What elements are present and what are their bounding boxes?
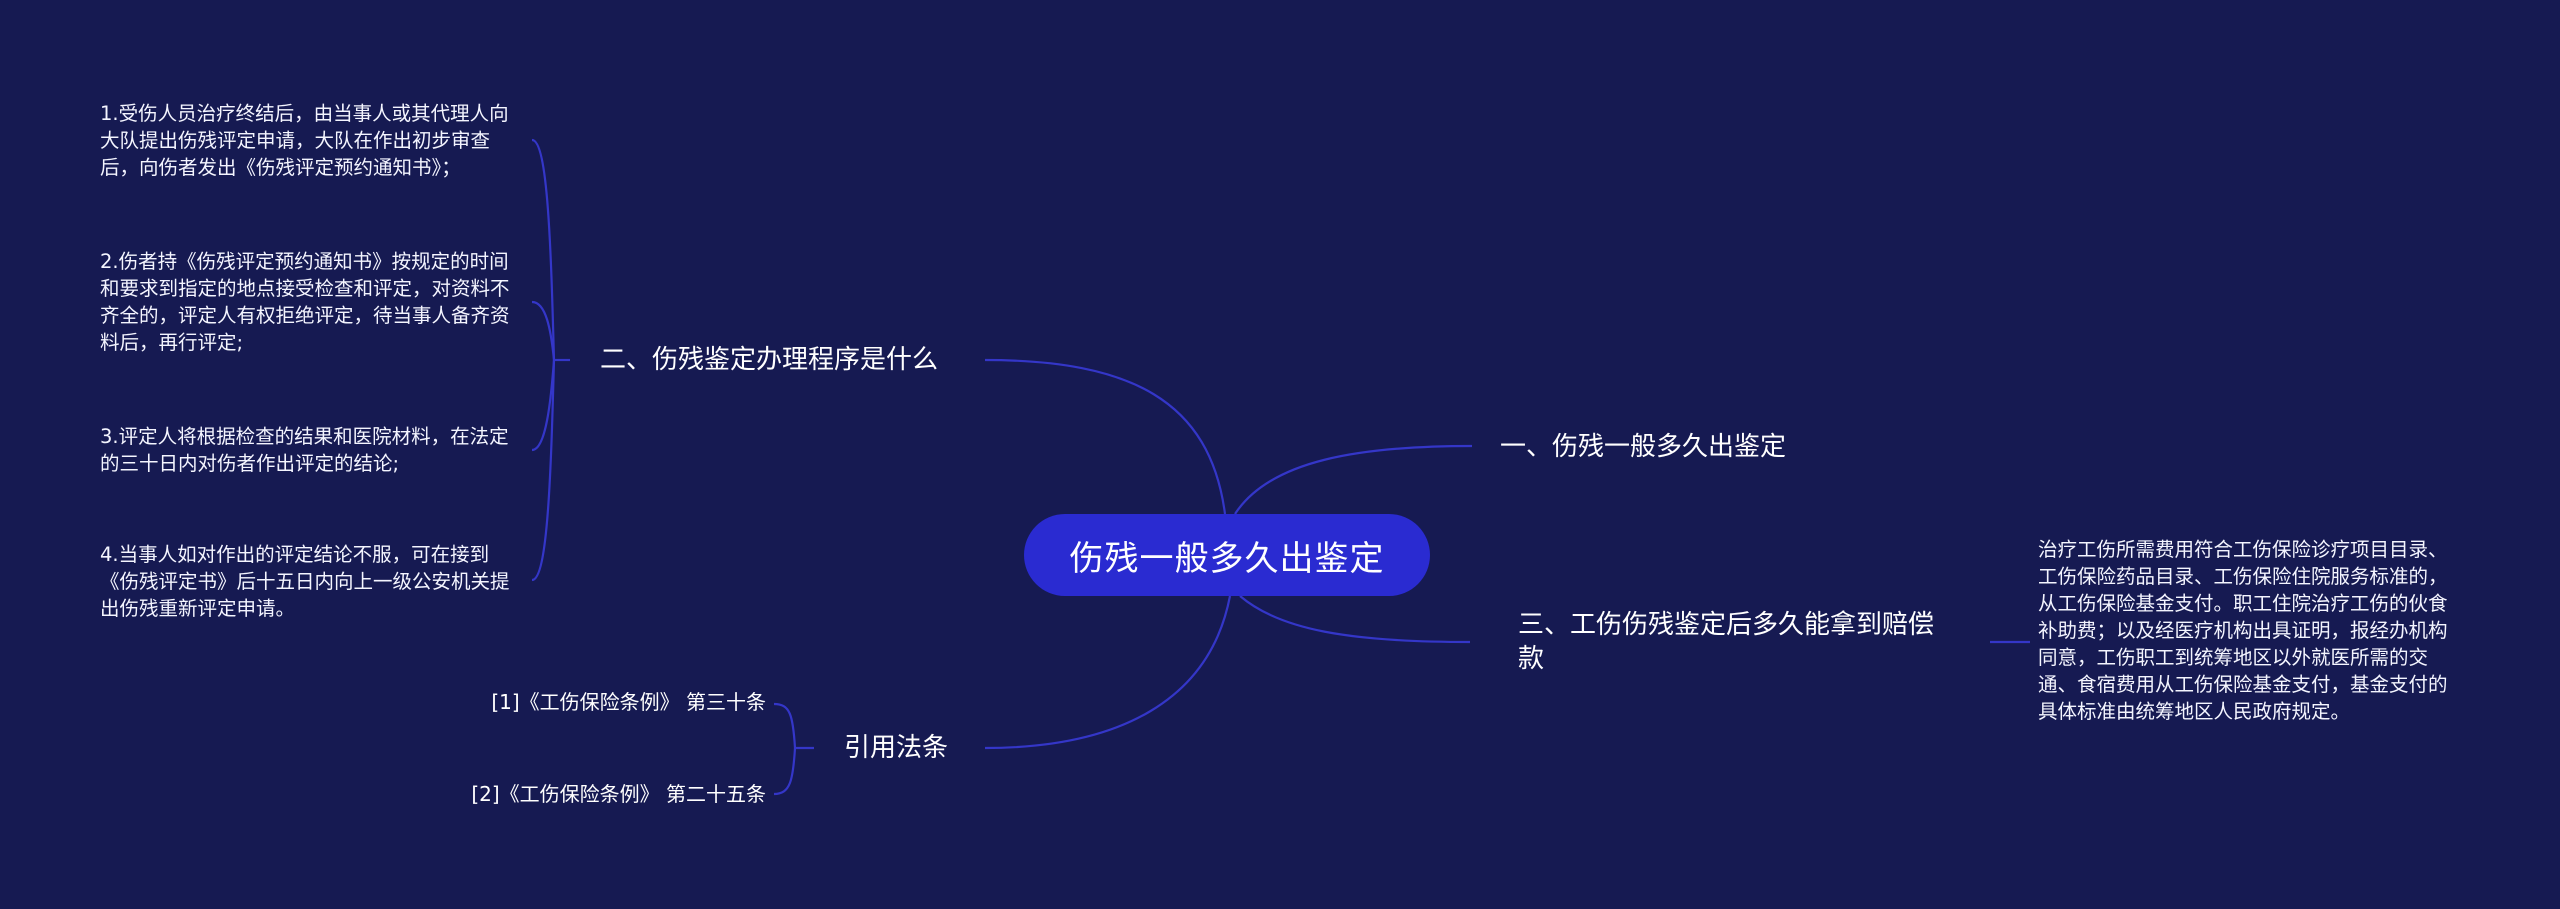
link-b4-ref2	[773, 747, 797, 796]
branch-procedure-label: 二、伤残鉴定办理程序是什么	[600, 345, 939, 375]
procedure-step-4[interactable]: 4.当事人如对作出的评定结论不服，可在接到《伤残评定书》后十五日内向上一级公安机…	[100, 541, 525, 622]
branch-legal-citations[interactable]: 引用法条	[844, 731, 948, 765]
link-b4-ref1	[773, 702, 797, 749]
branch-legal-citations-label: 引用法条	[844, 733, 949, 763]
citation-item-2[interactable]: [2]《工伤保险条例》 第二十五条	[400, 781, 766, 807]
procedure-step-1-text: 1.受伤人员治疗终结后，由当事人或其代理人向大队提出伤残评定申请，大队在作出初步…	[100, 102, 509, 179]
link-center-b2	[984, 358, 1227, 515]
central-topic-label: 伤残一般多久出鉴定	[1069, 538, 1385, 579]
procedure-step-1[interactable]: 1.受伤人员治疗终结后，由当事人或其代理人向大队提出伤残评定申请，大队在作出初步…	[100, 100, 525, 181]
citation-item-2-text: [2]《工伤保险条例》 第二十五条	[471, 782, 766, 806]
link-center-b1	[1234, 444, 1473, 515]
compensation-detail[interactable]: 治疗工伤所需费用符合工伤保险诊疗项目目录、工伤保险药品目录、工伤保险住院服务标准…	[2038, 536, 2462, 725]
branch-compensation[interactable]: 三、工伤伤残鉴定后多久能拿到赔偿款	[1518, 608, 1938, 676]
citation-item-1[interactable]: [1]《工伤保险条例》 第三十条	[400, 689, 766, 715]
procedure-step-2[interactable]: 2.伤者持《伤残评定预约通知书》按规定的时间和要求到指定的地点接受检查和评定，对…	[100, 248, 525, 356]
link-b2-leaf4	[531, 359, 556, 582]
procedure-step-2-text: 2.伤者持《伤残评定预约通知书》按规定的时间和要求到指定的地点接受检查和评定，对…	[100, 250, 510, 354]
branch-procedure[interactable]: 二、伤残鉴定办理程序是什么	[600, 343, 938, 377]
procedure-step-3-text: 3.评定人将根据检查的结果和医院材料，在法定的三十日内对伤者作出评定的结论;	[100, 425, 509, 475]
link-center-b3	[1239, 595, 1471, 644]
link-center-b4	[984, 595, 1232, 750]
branch-compensation-label: 三、工伤伤残鉴定后多久能拿到赔偿款	[1518, 610, 1935, 674]
central-topic[interactable]: 伤残一般多久出鉴定	[1024, 514, 1430, 596]
procedure-step-3[interactable]: 3.评定人将根据检查的结果和医院材料，在法定的三十日内对伤者作出评定的结论;	[100, 423, 525, 477]
link-b2-leaf1	[531, 138, 556, 361]
procedure-step-4-text: 4.当事人如对作出的评定结论不服，可在接到《伤残评定书》后十五日内向上一级公安机…	[100, 543, 510, 620]
branch-duration[interactable]: 一、伤残一般多久出鉴定	[1500, 430, 1786, 464]
compensation-detail-text: 治疗工伤所需费用符合工伤保险诊疗项目目录、工伤保险药品目录、工伤保险住院服务标准…	[2038, 538, 2448, 723]
citation-item-1-text: [1]《工伤保险条例》 第三十条	[491, 690, 766, 714]
branch-duration-label: 一、伤残一般多久出鉴定	[1500, 432, 1787, 462]
link-b2-leaf2	[531, 300, 556, 361]
